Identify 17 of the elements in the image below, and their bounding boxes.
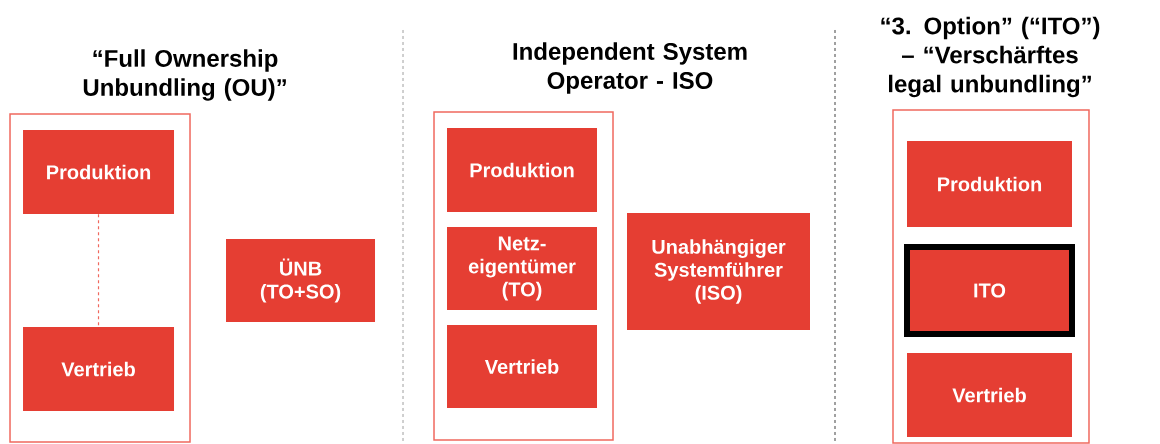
group-outline (9, 113, 191, 443)
process-box: Produktion (23, 130, 174, 214)
column-heading: “3. Option” (“ITO”) – “Verschärftes legal unbundling” (881, 16, 1100, 98)
connector-line (97, 213, 100, 328)
column-heading: Independent System Operator - ISO (513, 42, 747, 94)
process-box: Produktion (447, 128, 597, 212)
process-box: Unabhängiger Systemführer (ISO) (627, 213, 810, 330)
process-box: Vertrieb (907, 353, 1072, 437)
highlighted-box: ITO (904, 244, 1075, 337)
process-box: Vertrieb (23, 327, 174, 411)
process-box: Vertrieb (447, 325, 597, 408)
process-box: Netz- eigentümer (TO) (447, 227, 597, 310)
column-heading: “Full Ownership Unbundling (OU)” (83, 49, 286, 101)
process-box: ÜNB (TO+SO) (226, 239, 375, 322)
process-box: Produktion (907, 141, 1072, 227)
group-outline (892, 109, 1090, 444)
group-outline (433, 111, 614, 441)
